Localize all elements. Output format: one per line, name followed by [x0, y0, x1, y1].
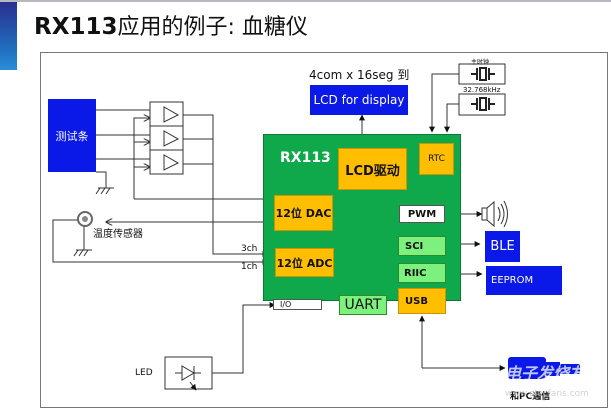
lcd-driver-block: LCD驱动 [338, 148, 407, 190]
wire-feedback [133, 118, 150, 199]
main-clock-label: 主时钟 [471, 59, 490, 66]
pc-device-icon [508, 357, 580, 379]
usb-label: USB [405, 295, 428, 307]
eeprom-label: EEPROM [491, 275, 534, 286]
watermark-logo: 电子发烧友 [505, 364, 586, 383]
led-label: LED [135, 368, 153, 378]
wire-sensor-adc [52, 219, 269, 265]
dac-block: 12位 DAC [274, 195, 333, 231]
wire-led-io [212, 302, 276, 374]
wire-sub-clock [444, 103, 459, 133]
slide-title: RX113应用的例子: 血糖仪 [34, 9, 308, 41]
wire-main-clock [429, 73, 459, 133]
crystal-sub [458, 93, 506, 116]
watermark-url: www.elecfans.com [505, 389, 589, 399]
uart-label: UART [344, 297, 382, 313]
test-strip-label: 测试条 [55, 129, 89, 143]
sub-clock-label: 32.768kHz [463, 86, 501, 94]
wire-amp-outputs [183, 114, 269, 257]
temp-sensor-icon [77, 211, 93, 227]
led-icon [164, 356, 213, 391]
crystal-main [458, 63, 506, 85]
pc-comm-label: 和PC通信 [510, 392, 551, 402]
usb-block: USB [398, 288, 446, 314]
top-border [0, 0, 611, 2]
ble-block: BLE [485, 231, 520, 262]
title-chip-name: RX113 [34, 14, 118, 40]
lcd-display-block: LCD for display [310, 85, 408, 115]
ground-strip [96, 171, 107, 188]
rtc-block: RTC [419, 143, 454, 175]
adc-block: 12位 ADC [275, 248, 334, 277]
riic-block: RIIC [398, 263, 446, 283]
dac-label: 12位 DAC [275, 207, 332, 220]
pwm-block: PWM [399, 205, 445, 223]
speaker-icon [481, 200, 508, 228]
diagram-frame [40, 52, 608, 408]
op-amp-array [149, 101, 184, 175]
mcu-name: RX113 [280, 150, 331, 166]
adc-label: 12位 ADC [276, 256, 333, 270]
rtc-label: RTC [428, 154, 445, 164]
lcd-display-label: LCD for display [313, 93, 405, 107]
sci-label: SCI [405, 240, 424, 252]
sci-block: SCI [398, 236, 446, 256]
eeprom-block: EEPROM [486, 266, 562, 295]
uart-block: UART [339, 295, 387, 315]
temp-sensor-label: 温度传感器 [93, 229, 143, 240]
test-strip-block: 测试条 [48, 99, 96, 172]
channel-1ch-label: 1ch [241, 262, 258, 272]
channel-3ch-label: 3ch [241, 244, 258, 254]
io-label: I/O [280, 300, 292, 309]
lcd-caption: 4com x 16seg 到 [309, 68, 410, 82]
lcd-driver-label: LCD驱动 [345, 163, 400, 179]
slide-accent-bar [0, 2, 17, 70]
title-text: 应用的例子: 血糖仪 [117, 15, 308, 40]
riic-label: RIIC [404, 267, 427, 279]
pwm-label: PWM [407, 208, 437, 220]
io-block: I/O [273, 299, 322, 310]
ble-label: BLE [490, 239, 515, 254]
